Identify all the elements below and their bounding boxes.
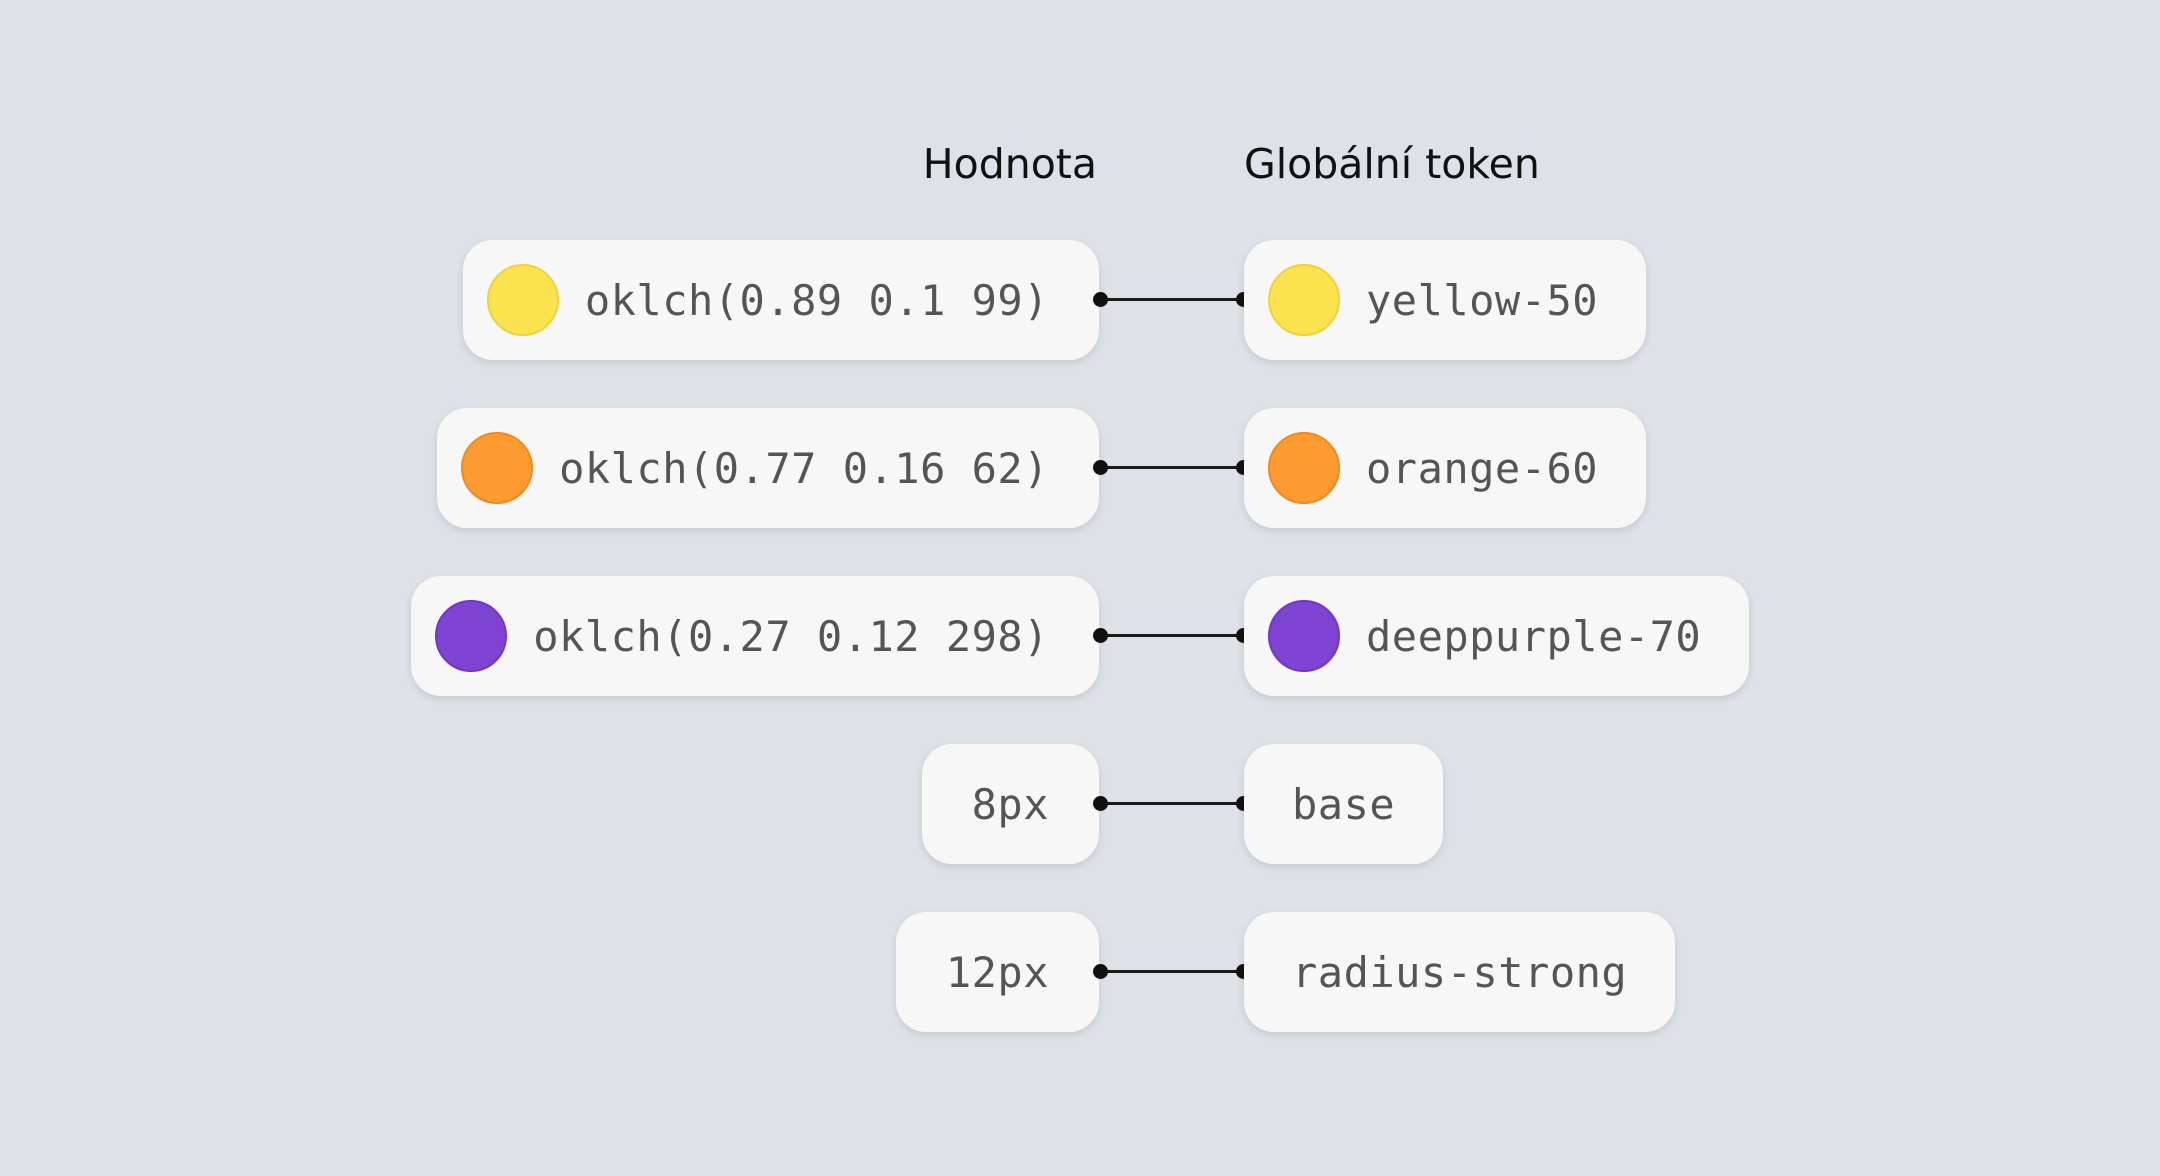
- connector-dot-start: [1093, 796, 1108, 811]
- connector-dot-start: [1093, 964, 1108, 979]
- token-label: deeppurple-70: [1366, 611, 1702, 661]
- mapping-row-radius-strong: 12px radius-strong: [0, 912, 2160, 1032]
- connector-dot-start: [1093, 460, 1108, 475]
- column-header-global-token: Globální token: [1244, 140, 1540, 188]
- value-pill: oklch(0.27 0.12 298): [411, 576, 1099, 696]
- connector-dot-start: [1093, 628, 1108, 643]
- mapping-row-base: 8px base: [0, 744, 2160, 864]
- token-pill: orange-60: [1244, 408, 1647, 528]
- connector-line: [1100, 466, 1244, 469]
- value-label: 8px: [971, 779, 1049, 829]
- connector-line: [1100, 802, 1244, 805]
- value-label: oklch(0.77 0.16 62): [559, 443, 1049, 493]
- value-label: oklch(0.89 0.1 99): [584, 275, 1049, 325]
- color-swatch: [461, 432, 534, 504]
- value-pill: oklch(0.77 0.16 62): [437, 408, 1099, 528]
- connector-line: [1100, 634, 1244, 637]
- token-pill: yellow-50: [1244, 240, 1647, 360]
- value-label: 12px: [945, 947, 1049, 997]
- token-label: yellow-50: [1366, 275, 1599, 325]
- value-pill: 8px: [921, 744, 1099, 864]
- value-pill: oklch(0.89 0.1 99): [462, 240, 1099, 360]
- color-swatch: [1268, 600, 1340, 672]
- color-swatch: [1268, 432, 1340, 504]
- token-pill: base: [1244, 744, 1444, 864]
- connector-line: [1100, 970, 1244, 973]
- token-pill: radius-strong: [1244, 912, 1676, 1032]
- connector-dot-start: [1093, 292, 1108, 307]
- token-label: base: [1292, 779, 1396, 829]
- token-pill: deeppurple-70: [1244, 576, 1750, 696]
- token-label: orange-60: [1366, 443, 1599, 493]
- mapping-row-yellow: oklch(0.89 0.1 99) yellow-50: [0, 240, 2160, 360]
- value-pill: 12px: [895, 912, 1099, 1032]
- mapping-row-deeppurple: oklch(0.27 0.12 298) deeppurple-70: [0, 576, 2160, 696]
- value-label: oklch(0.27 0.12 298): [533, 611, 1049, 661]
- mapping-row-orange: oklch(0.77 0.16 62) orange-60: [0, 408, 2160, 528]
- connector-line: [1100, 298, 1244, 301]
- color-swatch: [486, 264, 559, 336]
- color-swatch: [435, 600, 508, 672]
- token-label: radius-strong: [1292, 947, 1628, 997]
- column-header-value: Hodnota: [922, 140, 1097, 188]
- color-swatch: [1268, 264, 1340, 336]
